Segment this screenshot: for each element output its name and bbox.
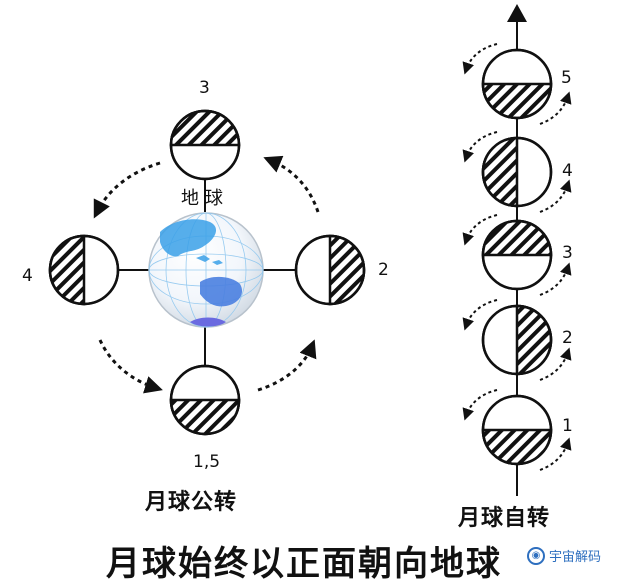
revolution-moon-4 (48, 234, 120, 306)
rot-label-1: 1 (562, 416, 573, 436)
australia-landmass (200, 276, 243, 307)
watermark: ◉ 宇宙解码 (527, 546, 601, 565)
earth-label: 地球 (181, 188, 229, 209)
orbit-arrows (93, 155, 320, 394)
rot-label-3: 3 (562, 243, 573, 263)
rotation-moon-3 (481, 219, 553, 291)
antarctica-landmass (190, 317, 226, 327)
rotation-moon-2 (481, 304, 553, 376)
orbit-arrow-top-left (93, 161, 161, 219)
rotation-moon-4 (481, 136, 553, 208)
rot-label-4: 4 (562, 161, 573, 181)
revolution-moon-3 (169, 109, 241, 181)
revolution-caption: 月球公转 (145, 490, 238, 515)
revolution-moon-2 (294, 234, 366, 306)
rotation-arrow-right (539, 91, 572, 125)
rotation-moon-1 (481, 394, 553, 466)
rot-label-5: 5 (561, 68, 572, 88)
rev-label-3: 3 (199, 78, 210, 98)
main-caption: 月球始终以正面朝向地球 (106, 544, 502, 584)
orbit-arrow-bottom-right (257, 339, 317, 392)
rotation-arrow-right (539, 347, 572, 381)
rev-label-4: 4 (22, 266, 33, 286)
rev-label-2: 2 (378, 260, 389, 280)
rotation-diagram (462, 4, 572, 496)
rot-label-2: 2 (562, 328, 573, 348)
axis-arrowhead (507, 4, 527, 22)
rotation-arrow-right (539, 437, 572, 471)
watermark-text: 宇宙解码 (549, 550, 602, 565)
revolution-diagram (48, 109, 366, 436)
rotation-arrow-right (539, 179, 572, 213)
earth-globe (148, 212, 264, 328)
indonesia-landmass (196, 255, 223, 265)
rotation-caption: 月球自转 (458, 506, 551, 531)
asia-landmass (160, 219, 217, 257)
rev-label-1-5: 1,5 (193, 452, 221, 472)
revolution-moon-1-5 (169, 364, 241, 436)
wechat-icon: ◉ (527, 546, 545, 565)
rotation-arrow-right (539, 262, 572, 296)
orbit-arrow-bottom-left (98, 339, 163, 394)
rotation-moon-5 (481, 48, 553, 120)
orbit-arrow-top-right (263, 155, 320, 213)
